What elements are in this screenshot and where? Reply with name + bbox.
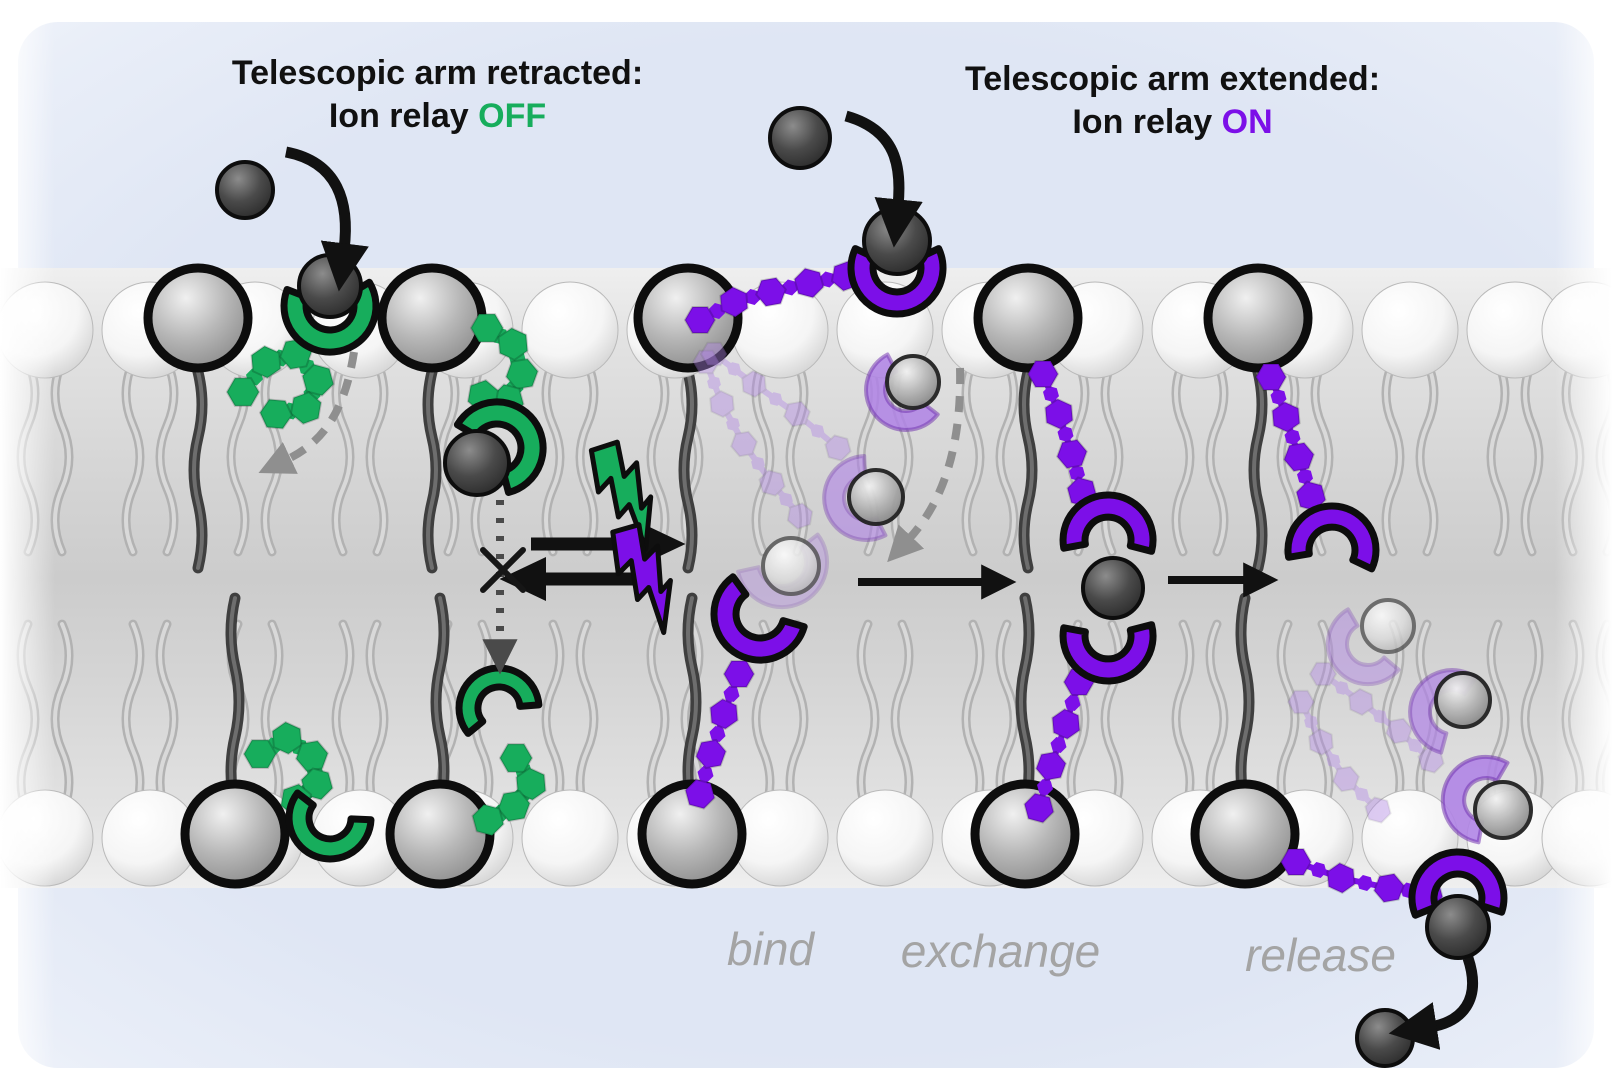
chain-bead [1308,727,1334,757]
chain-bead [699,341,729,367]
chain-bead [498,743,534,773]
title-relay-on: Telescopic arm extended: Ion relay ON [890,58,1455,144]
ion-ball [297,253,363,319]
ion-ball [443,429,511,497]
title-relay-on-line2: Ion relay ON [1072,103,1273,141]
relay-on-state: ON [1221,103,1273,141]
lipid-head [836,789,934,887]
anchor-lipid-head [377,263,487,373]
chain-bead [683,306,717,334]
anchor-lipid-head [385,779,495,889]
ion-ball [862,206,932,276]
lipid-head [731,789,829,887]
anchor-lipid-head [1190,779,1300,889]
ion-ball [215,160,275,220]
anchor-lipid-head [180,779,290,889]
ion-ball [1081,556,1145,620]
ion-ball [1355,1008,1415,1068]
chain-bead [225,377,261,407]
anchor-lipid-head [970,779,1080,889]
title-relay-off: Telescopic arm retracted: Ion relay OFF [155,52,720,138]
lipid-head [521,281,619,379]
chain-bead [1348,687,1374,717]
stage-label-release: release [1245,929,1396,981]
ion-ball [847,468,905,526]
lipid-head [0,789,94,887]
ion-ball [1425,894,1491,960]
relay-off-state: OFF [478,97,547,135]
chain-bead [722,660,756,688]
chain-bead [1254,363,1288,391]
lipid-head [0,281,94,379]
title-relay-on-line1: Telescopic arm extended: [964,60,1381,98]
chain-bead [709,389,735,419]
anchor-lipid-head [1203,263,1313,373]
ion-ball [885,354,941,410]
ion-ball [1360,598,1416,654]
ion-release-arrow [1388,956,1478,1050]
anchor-lipid-head [973,263,1083,373]
chain-bead [242,739,278,769]
title-relay-off-line1: Telescopic arm retracted: [231,54,644,92]
ion-ball [1434,671,1492,729]
stage-label-bind: bind [727,923,814,975]
chain-bead [1279,848,1313,876]
stage-label-exchange: exchange [900,925,1101,977]
title-relay-off-line2: Ion relay OFF [328,97,547,135]
lipid-head [521,789,619,887]
chain-bead [1026,360,1060,388]
ion-ball [768,106,832,170]
ion-ball [761,536,821,596]
ion-entry-arrow-left [284,146,369,292]
chain-bead [1286,689,1316,715]
chain-bead [741,369,767,399]
anchor-lipid-head [143,263,253,373]
ion-ball [1473,780,1533,840]
lipid-head [1361,281,1459,379]
